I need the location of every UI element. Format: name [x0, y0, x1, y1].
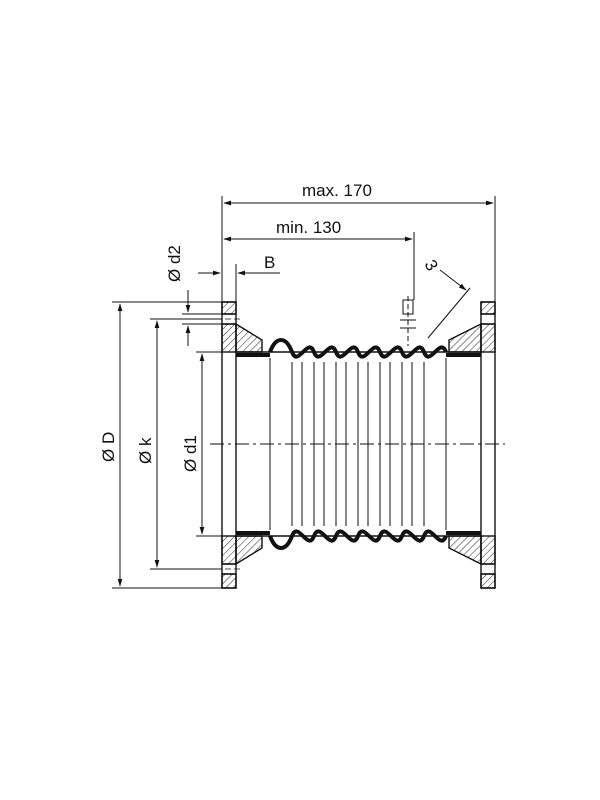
dimension-bolt-hole [182, 290, 222, 346]
dimension-min-length [221, 232, 415, 300]
min-length-label: min. 130 [276, 218, 341, 237]
bolt-circle-label: Ø k [136, 437, 155, 464]
inner-diameter-label: Ø d1 [181, 435, 200, 472]
dimension-inner-diameter [196, 351, 236, 537]
bolt-hole-label: Ø d2 [165, 245, 184, 282]
outer-diameter-label: Ø D [99, 432, 118, 462]
flange-thickness-label: B [264, 253, 275, 272]
dimension-bolt-circle [150, 318, 222, 570]
max-length-label: max. 170 [302, 181, 372, 200]
dimension-flange-thickness [198, 264, 280, 302]
dimension-outer-diameter [112, 301, 222, 589]
right-flange [448, 301, 496, 589]
angle-offset-label: 3 [421, 257, 442, 275]
tie-rod-symbol [400, 296, 416, 346]
dimension-angle-offset [427, 269, 471, 339]
dimension-max-length [221, 196, 496, 302]
left-flange [221, 301, 263, 589]
